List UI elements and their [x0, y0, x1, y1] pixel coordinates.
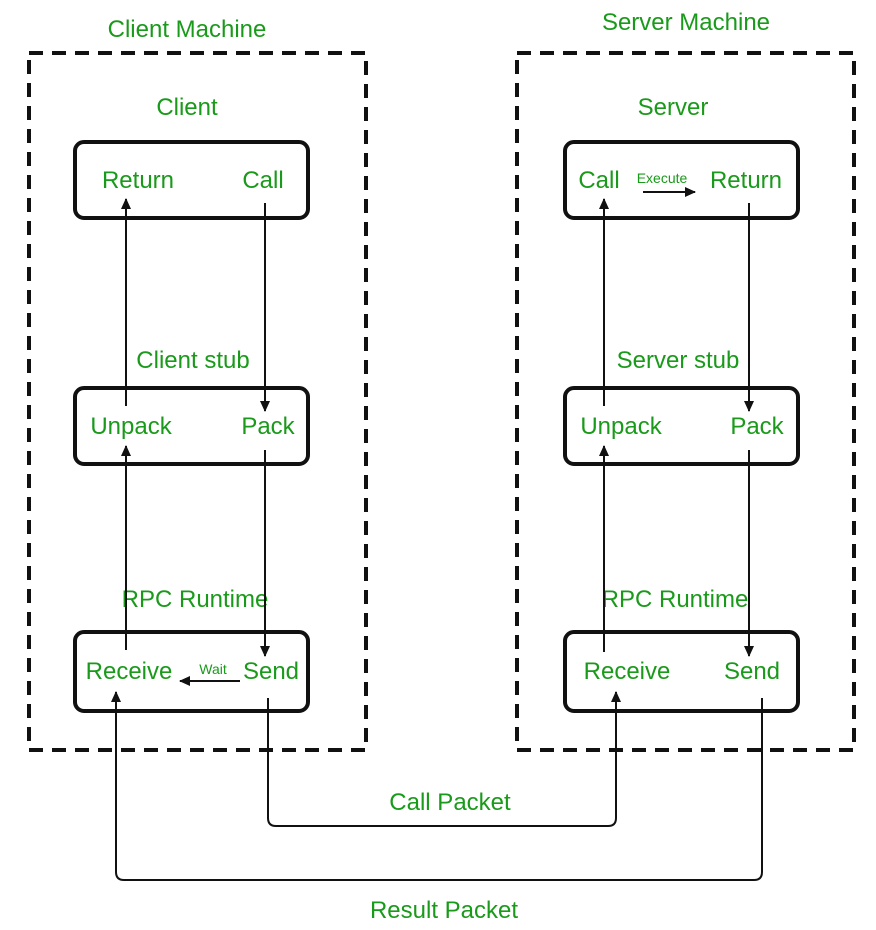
- server-machine-container: [515, 51, 856, 752]
- call-packet-label: Call Packet: [389, 789, 511, 816]
- server-machine-title: Server Machine: [602, 9, 770, 36]
- call-packet-path: [267, 691, 621, 827]
- server-stub-box: [563, 386, 800, 466]
- client-return-label: Return: [102, 167, 174, 194]
- client-machine-container: [27, 51, 368, 752]
- client-stub-title: Client stub: [136, 347, 249, 374]
- client-title: Client: [156, 94, 218, 121]
- client-receive-label: Receive: [86, 658, 173, 685]
- result-packet-label: Result Packet: [370, 897, 518, 924]
- client-rpc-runtime-title: RPC Runtime: [122, 586, 269, 613]
- server-call-label: Call: [578, 167, 619, 194]
- wait-label: Wait: [199, 661, 227, 677]
- client-machine-title: Client Machine: [108, 16, 267, 43]
- server-box: [563, 140, 800, 220]
- client-box: [73, 140, 310, 220]
- server-return-label: Return: [710, 167, 782, 194]
- server-pack-label: Pack: [730, 413, 784, 440]
- client-call-label: Call: [242, 167, 283, 194]
- client-stub-box: [73, 386, 310, 466]
- server-receive-label: Receive: [584, 658, 671, 685]
- server-rpc-runtime-title: RPC Runtime: [602, 586, 749, 613]
- server-stub-title: Server stub: [617, 347, 740, 374]
- server-unpack-label: Unpack: [580, 413, 662, 440]
- client-runtime-box: [73, 630, 310, 713]
- execute-label: Execute: [637, 170, 688, 186]
- client-unpack-label: Unpack: [90, 413, 172, 440]
- server-title: Server: [638, 94, 709, 121]
- client-send-label: Send: [243, 658, 299, 685]
- server-runtime-box: [563, 630, 800, 713]
- server-send-label: Send: [724, 658, 780, 685]
- client-pack-label: Pack: [241, 413, 295, 440]
- result-packet-path: [111, 691, 763, 881]
